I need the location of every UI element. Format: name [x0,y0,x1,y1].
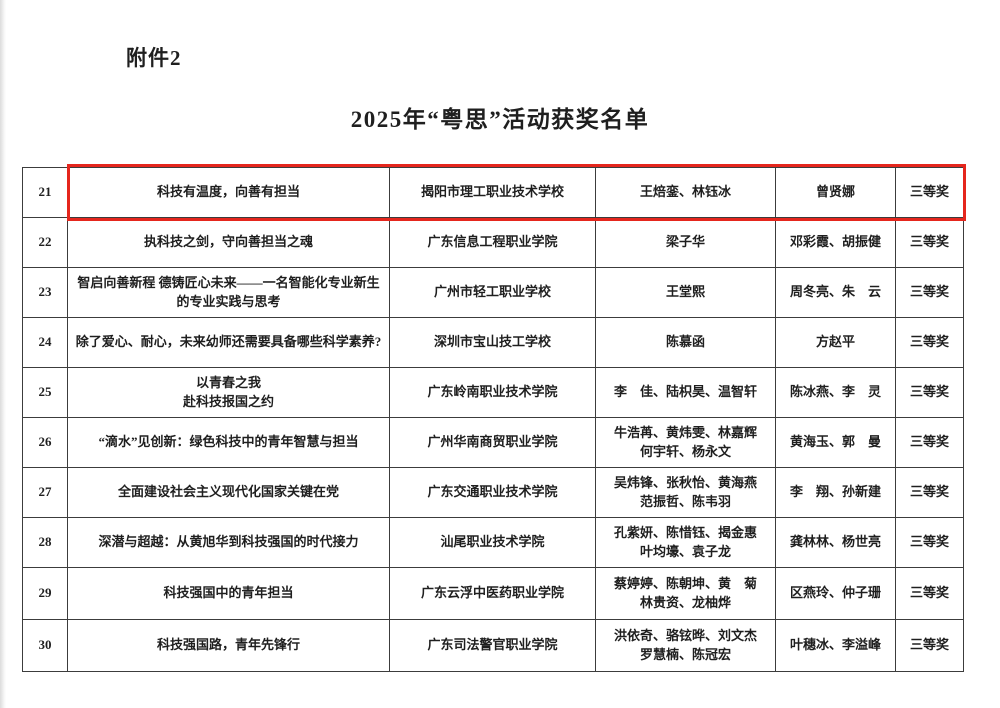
cell-student-names: 蔡婷婷、陈朝坤、黄 菊 林贵资、龙柚烨 [595,567,776,620]
cell-student-names: 李 佳、陆枳昊、温智轩 [595,367,776,418]
cell-work-title: 以青春之我 赴科技报国之约 [67,367,390,418]
cell-school-name: 深圳市宝山技工学校 [389,317,596,368]
cell-teacher-names: 邓彩霞、胡振健 [775,217,896,268]
cell-award-level: 三等奖 [895,517,964,568]
cell-school-name: 广州市轻工职业学校 [389,267,596,318]
cell-teacher-names: 周冬亮、朱 云 [775,267,896,318]
cell-school-name: 揭阳市理工职业技术学校 [389,167,596,218]
cell-row-number: 23 [22,267,68,318]
cell-school-name: 广东信息工程职业学院 [389,217,596,268]
cell-award-level: 三等奖 [895,467,964,518]
table-row: 22 执科技之剑，守向善担当之魂 广东信息工程职业学院 梁子华 邓彩霞、胡振健 … [22,217,964,268]
cell-student-names: 牛浩苒、黄炜雯、林嘉辉 何宇轩、杨永文 [595,417,776,468]
cell-teacher-names: 叶穗冰、李溢峰 [775,619,896,672]
cell-student-names: 吴炜锋、张秋怡、黄海燕 范振哲、陈韦羽 [595,467,776,518]
cell-award-level: 三等奖 [895,267,964,318]
page-title: 2025年“粤思”活动获奖名单 [350,107,650,132]
cell-row-number: 21 [22,167,68,218]
cell-teacher-names: 区燕玲、仲子珊 [775,567,896,620]
award-table: 21 科技有温度，向善有担当 揭阳市理工职业技术学校 王焙銮、林钰冰 曾贤娜 三… [22,167,964,672]
table-row: 27 全面建设社会主义现代化国家关键在党 广东交通职业技术学院 吴炜锋、张秋怡、… [22,467,964,518]
table-row: 25 以青春之我 赴科技报国之约 广东岭南职业技术学院 李 佳、陆枳昊、温智轩 … [22,367,964,418]
table-row: 26 “滴水”见创新：绿色科技中的青年智慧与担当 广州华南商贸职业学院 牛浩苒、… [22,417,964,468]
cell-work-title: “滴水”见创新：绿色科技中的青年智慧与担当 [67,417,390,468]
cell-work-title: 科技有温度，向善有担当 [67,167,390,218]
cell-row-number: 29 [22,567,68,620]
award-table-wrap: 21 科技有温度，向善有担当 揭阳市理工职业技术学校 王焙銮、林钰冰 曾贤娜 三… [22,164,966,672]
cell-award-level: 三等奖 [895,417,964,468]
cell-school-name: 广州华南商贸职业学院 [389,417,596,468]
cell-student-names: 王堂熙 [595,267,776,318]
cell-row-number: 28 [22,517,68,568]
cell-school-name: 广东云浮中医药职业学院 [389,567,596,620]
cell-work-title: 科技强国路，青年先锋行 [67,619,390,672]
table-body: 21 科技有温度，向善有担当 揭阳市理工职业技术学校 王焙銮、林钰冰 曾贤娜 三… [22,167,964,672]
table-row: 21 科技有温度，向善有担当 揭阳市理工职业技术学校 王焙銮、林钰冰 曾贤娜 三… [22,167,964,218]
cell-student-names: 梁子华 [595,217,776,268]
cell-student-names: 孔紫妍、陈惜钰、揭金惠 叶均壕、袁子龙 [595,517,776,568]
cell-work-title: 深潜与超越：从黄旭华到科技强国的时代接力 [67,517,390,568]
cell-school-name: 广东岭南职业技术学院 [389,367,596,418]
table-row: 23 智启向善新程 德铸匠心未来——一名智能化专业新生的专业实践与思考 广州市轻… [22,267,964,318]
cell-row-number: 26 [22,417,68,468]
cell-row-number: 27 [22,467,68,518]
cell-student-names: 洪依奇、骆铉晔、刘文杰 罗慧楠、陈冠宏 [595,619,776,672]
cell-teacher-names: 黄海玉、郭 曼 [775,417,896,468]
cell-school-name: 广东交通职业技术学院 [389,467,596,518]
cell-work-title: 科技强国中的青年担当 [67,567,390,620]
cell-student-names: 王焙銮、林钰冰 [595,167,776,218]
table-row: 24 除了爱心、耐心，未来幼师还需要具备哪些科学素养? 深圳市宝山技工学校 陈慕… [22,317,964,368]
cell-row-number: 25 [22,367,68,418]
cell-school-name: 广东司法警官职业学院 [389,619,596,672]
cell-work-title: 全面建设社会主义现代化国家关键在党 [67,467,390,518]
scan-edge-shadow [0,0,6,708]
cell-student-names: 陈慕函 [595,317,776,368]
cell-teacher-names: 方赵平 [775,317,896,368]
table-row: 30 科技强国路，青年先锋行 广东司法警官职业学院 洪依奇、骆铉晔、刘文杰 罗慧… [22,619,964,672]
cell-row-number: 30 [22,619,68,672]
cell-teacher-names: 曾贤娜 [775,167,896,218]
table-row: 28 深潜与超越：从黄旭华到科技强国的时代接力 汕尾职业技术学院 孔紫妍、陈惜钰… [22,517,964,568]
cell-school-name: 汕尾职业技术学院 [389,517,596,568]
cell-award-level: 三等奖 [895,217,964,268]
cell-award-level: 三等奖 [895,367,964,418]
cell-award-level: 三等奖 [895,567,964,620]
cell-work-title: 智启向善新程 德铸匠心未来——一名智能化专业新生的专业实践与思考 [67,267,390,318]
cell-award-level: 三等奖 [895,619,964,672]
table-row: 29 科技强国中的青年担当 广东云浮中医药职业学院 蔡婷婷、陈朝坤、黄 菊 林贵… [22,567,964,620]
cell-teacher-names: 陈冰燕、李 灵 [775,367,896,418]
cell-work-title: 除了爱心、耐心，未来幼师还需要具备哪些科学素养? [67,317,390,368]
cell-award-level: 三等奖 [895,167,964,218]
attachment-label: 附件2 [126,46,182,70]
cell-row-number: 24 [22,317,68,368]
cell-work-title: 执科技之剑，守向善担当之魂 [67,217,390,268]
cell-teacher-names: 龚林林、杨世亮 [775,517,896,568]
cell-award-level: 三等奖 [895,317,964,368]
cell-teacher-names: 李 翔、孙新建 [775,467,896,518]
cell-row-number: 22 [22,217,68,268]
